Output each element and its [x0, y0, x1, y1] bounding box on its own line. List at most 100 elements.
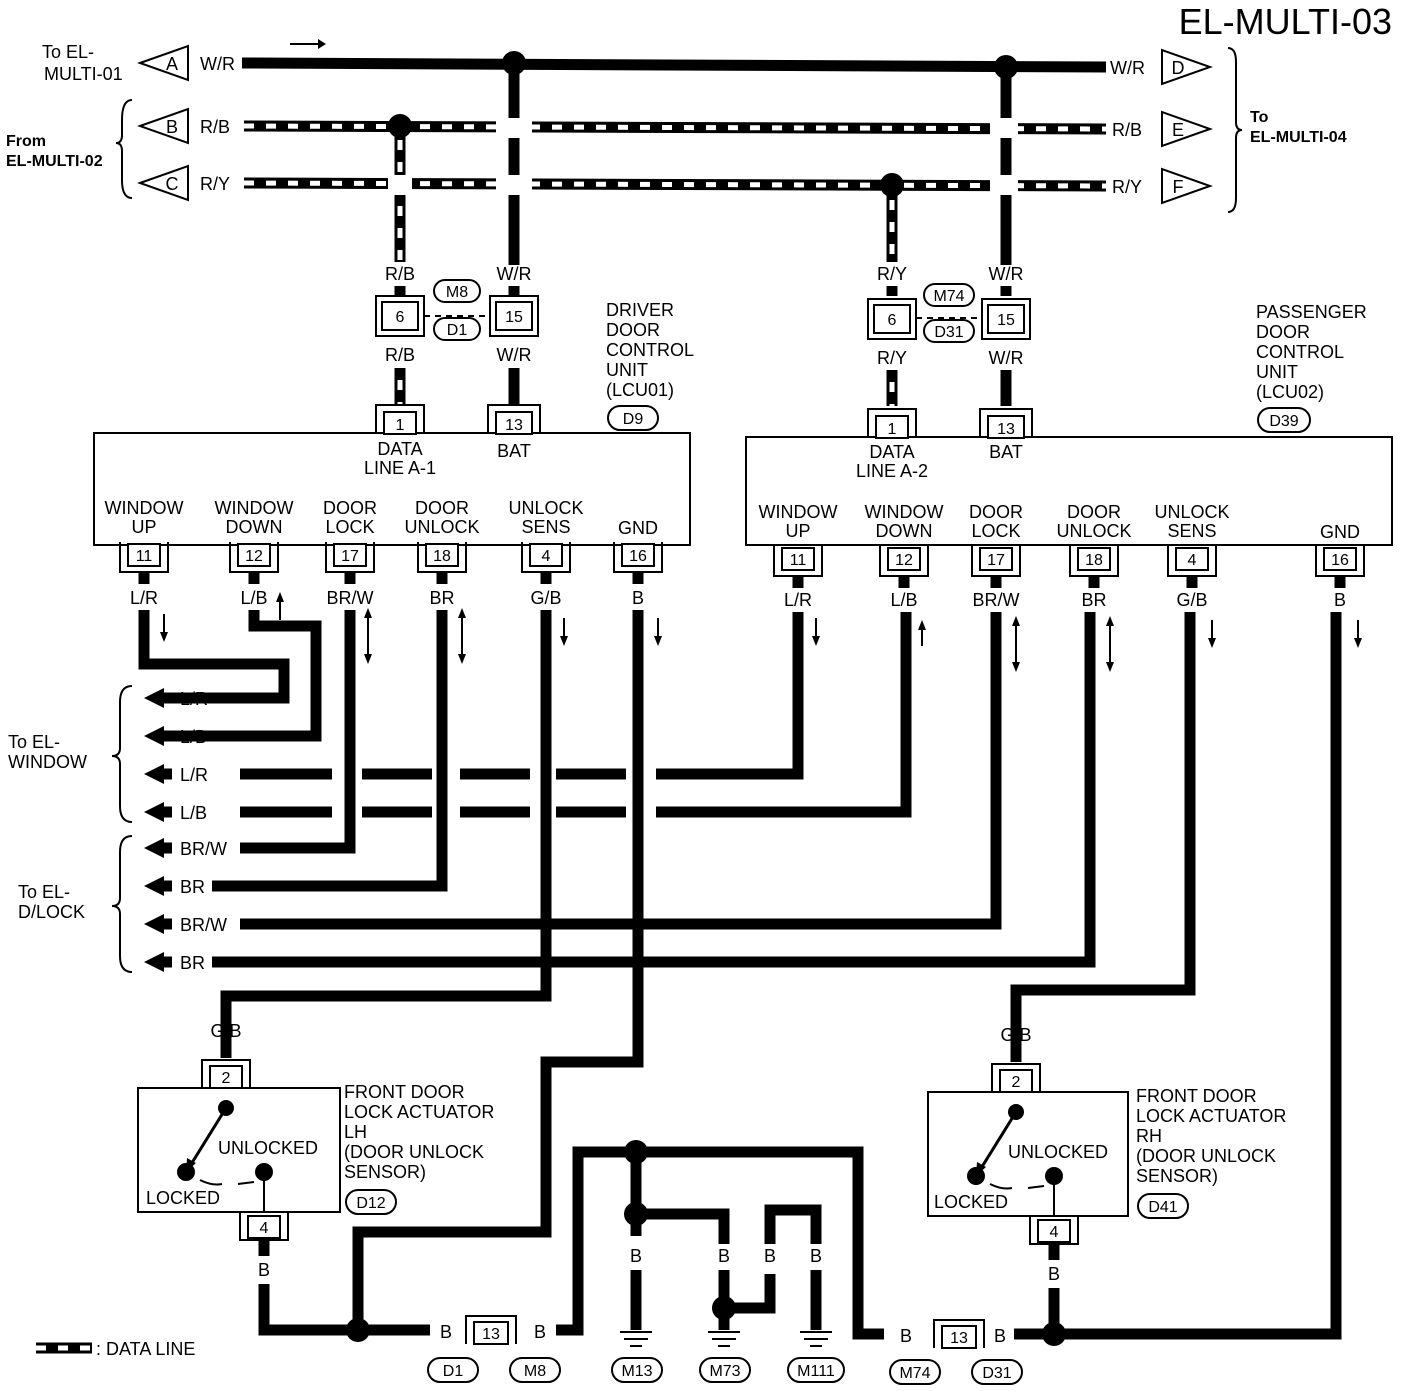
- svg-text:L/R: L/R: [130, 588, 158, 608]
- svg-text:16: 16: [629, 548, 647, 565]
- svg-text:L/B: L/B: [890, 590, 917, 610]
- svg-text:A: A: [166, 54, 178, 74]
- svg-text:RH: RH: [1136, 1126, 1162, 1146]
- svg-text:W/R: W/R: [497, 345, 532, 365]
- svg-text:BR: BR: [180, 877, 205, 897]
- svg-text:DRIVER: DRIVER: [606, 300, 674, 320]
- svg-text:SENS: SENS: [521, 517, 570, 537]
- svg-text:G/B: G/B: [1000, 1025, 1031, 1045]
- svg-text:UNLOCK: UNLOCK: [404, 517, 479, 537]
- svg-text:M8: M8: [524, 1363, 546, 1380]
- svg-text:UP: UP: [785, 521, 810, 541]
- svg-text:W/R: W/R: [989, 264, 1024, 284]
- svg-text:CONTROL: CONTROL: [606, 340, 694, 360]
- svg-text:BR: BR: [429, 588, 454, 608]
- svg-text:R/B: R/B: [385, 264, 415, 284]
- svg-text:G/B: G/B: [1176, 590, 1207, 610]
- svg-text:B: B: [166, 117, 178, 137]
- svg-text:UNIT: UNIT: [1256, 362, 1298, 382]
- svg-text:13: 13: [482, 1326, 500, 1343]
- svg-text:D12: D12: [356, 1195, 385, 1212]
- svg-text:13: 13: [997, 421, 1015, 438]
- actuator-rh: G/B 2 UNLOCKED LOCKED 4 B FRONT DOOR LOC…: [927, 1025, 1286, 1334]
- svg-text:BR: BR: [1081, 590, 1106, 610]
- svg-text:(DOOR UNLOCK: (DOOR UNLOCK: [1136, 1146, 1276, 1166]
- svg-text:WINDOW: WINDOW: [105, 498, 184, 518]
- svg-text:B: B: [632, 588, 644, 608]
- connector-f: F: [1161, 167, 1213, 205]
- svg-text:B: B: [1334, 590, 1346, 610]
- svg-text:18: 18: [1085, 552, 1103, 569]
- flow-arrows: [160, 592, 1362, 672]
- ref-to-multi01-line1: To EL-: [42, 42, 94, 62]
- svg-text:WINDOW: WINDOW: [8, 752, 87, 772]
- ref-from-multi02-line1: From: [6, 133, 46, 150]
- svg-text:11: 11: [790, 552, 807, 569]
- svg-text:(LCU01): (LCU01): [606, 380, 674, 400]
- passenger-output-wires: [212, 612, 1342, 1340]
- svg-text:LOCKED: LOCKED: [934, 1192, 1008, 1212]
- svg-text:GND: GND: [1320, 522, 1360, 542]
- to-el-window: To EL- WINDOW L/R L/B L/R L/B: [8, 685, 208, 823]
- svg-text:FRONT DOOR: FRONT DOOR: [1136, 1086, 1257, 1106]
- svg-text:D1: D1: [443, 1363, 464, 1380]
- svg-text:BR/W: BR/W: [180, 915, 227, 935]
- svg-text:R/Y: R/Y: [877, 348, 907, 368]
- svg-text:L/R: L/R: [180, 765, 208, 785]
- svg-text:2: 2: [1012, 1074, 1021, 1091]
- svg-text:W/R: W/R: [989, 348, 1024, 368]
- passenger-joint-connector: R/Y W/R 6 15 M74 D31 R/Y W/R: [867, 264, 1031, 406]
- svg-text:DOOR: DOOR: [415, 498, 469, 518]
- connector-b: B: [137, 107, 189, 145]
- svg-text:B: B: [810, 1246, 822, 1266]
- svg-text:LINE A-1: LINE A-1: [364, 458, 436, 478]
- svg-text:D9: D9: [623, 411, 644, 428]
- svg-text:4: 4: [1050, 1224, 1059, 1241]
- svg-text:BR/W: BR/W: [973, 590, 1020, 610]
- svg-text:DOOR: DOOR: [323, 498, 377, 518]
- svg-text:LINE A-2: LINE A-2: [856, 461, 928, 481]
- svg-text:M74: M74: [899, 1365, 930, 1382]
- svg-text:B: B: [258, 1260, 270, 1280]
- wire-label-ry-left: R/Y: [200, 174, 230, 194]
- svg-text:BR/W: BR/W: [180, 839, 227, 859]
- svg-text:17: 17: [987, 552, 1005, 569]
- svg-text:: DATA LINE: : DATA LINE: [96, 1339, 195, 1359]
- svg-text:4: 4: [260, 1220, 269, 1237]
- wire-label-ry-right: R/Y: [1112, 177, 1142, 197]
- svg-text:DOWN: DOWN: [876, 521, 933, 541]
- svg-text:SENSOR): SENSOR): [344, 1162, 426, 1182]
- svg-text:D: D: [1172, 58, 1185, 78]
- svg-text:13: 13: [950, 1330, 968, 1347]
- svg-text:UNLOCKED: UNLOCKED: [218, 1138, 318, 1158]
- passenger-bottom-pins: WINDOWUP11L/RWINDOWDOWN12L/BDOORLOCK17BR…: [759, 502, 1365, 610]
- svg-text:UNLOCK: UNLOCK: [1154, 502, 1229, 522]
- svg-text:UNLOCK: UNLOCK: [1056, 521, 1131, 541]
- svg-text:SENS: SENS: [1167, 521, 1216, 541]
- svg-text:L/B: L/B: [180, 727, 207, 747]
- svg-text:B: B: [718, 1246, 730, 1266]
- svg-text:E: E: [1172, 120, 1184, 140]
- svg-text:B: B: [1048, 1264, 1060, 1284]
- svg-text:B: B: [440, 1322, 452, 1342]
- svg-text:BR: BR: [180, 953, 205, 973]
- svg-text:B: B: [994, 1326, 1006, 1346]
- svg-text:WINDOW: WINDOW: [759, 502, 838, 522]
- connector-a: A: [137, 44, 189, 82]
- brace-to-multi04: [1227, 47, 1243, 213]
- svg-text:B: B: [534, 1322, 546, 1342]
- svg-text:12: 12: [895, 552, 913, 569]
- svg-text:M73: M73: [709, 1363, 740, 1380]
- svg-text:LOCK ACTUATOR: LOCK ACTUATOR: [1136, 1106, 1286, 1126]
- svg-text:L/R: L/R: [784, 590, 812, 610]
- svg-text:4: 4: [542, 548, 551, 565]
- ref-to-multi01-line2: MULTI-01: [44, 64, 123, 84]
- svg-text:UNIT: UNIT: [606, 360, 648, 380]
- svg-text:16: 16: [1331, 552, 1349, 569]
- svg-text:LOCK ACTUATOR: LOCK ACTUATOR: [344, 1102, 494, 1122]
- svg-text:G/B: G/B: [210, 1021, 241, 1041]
